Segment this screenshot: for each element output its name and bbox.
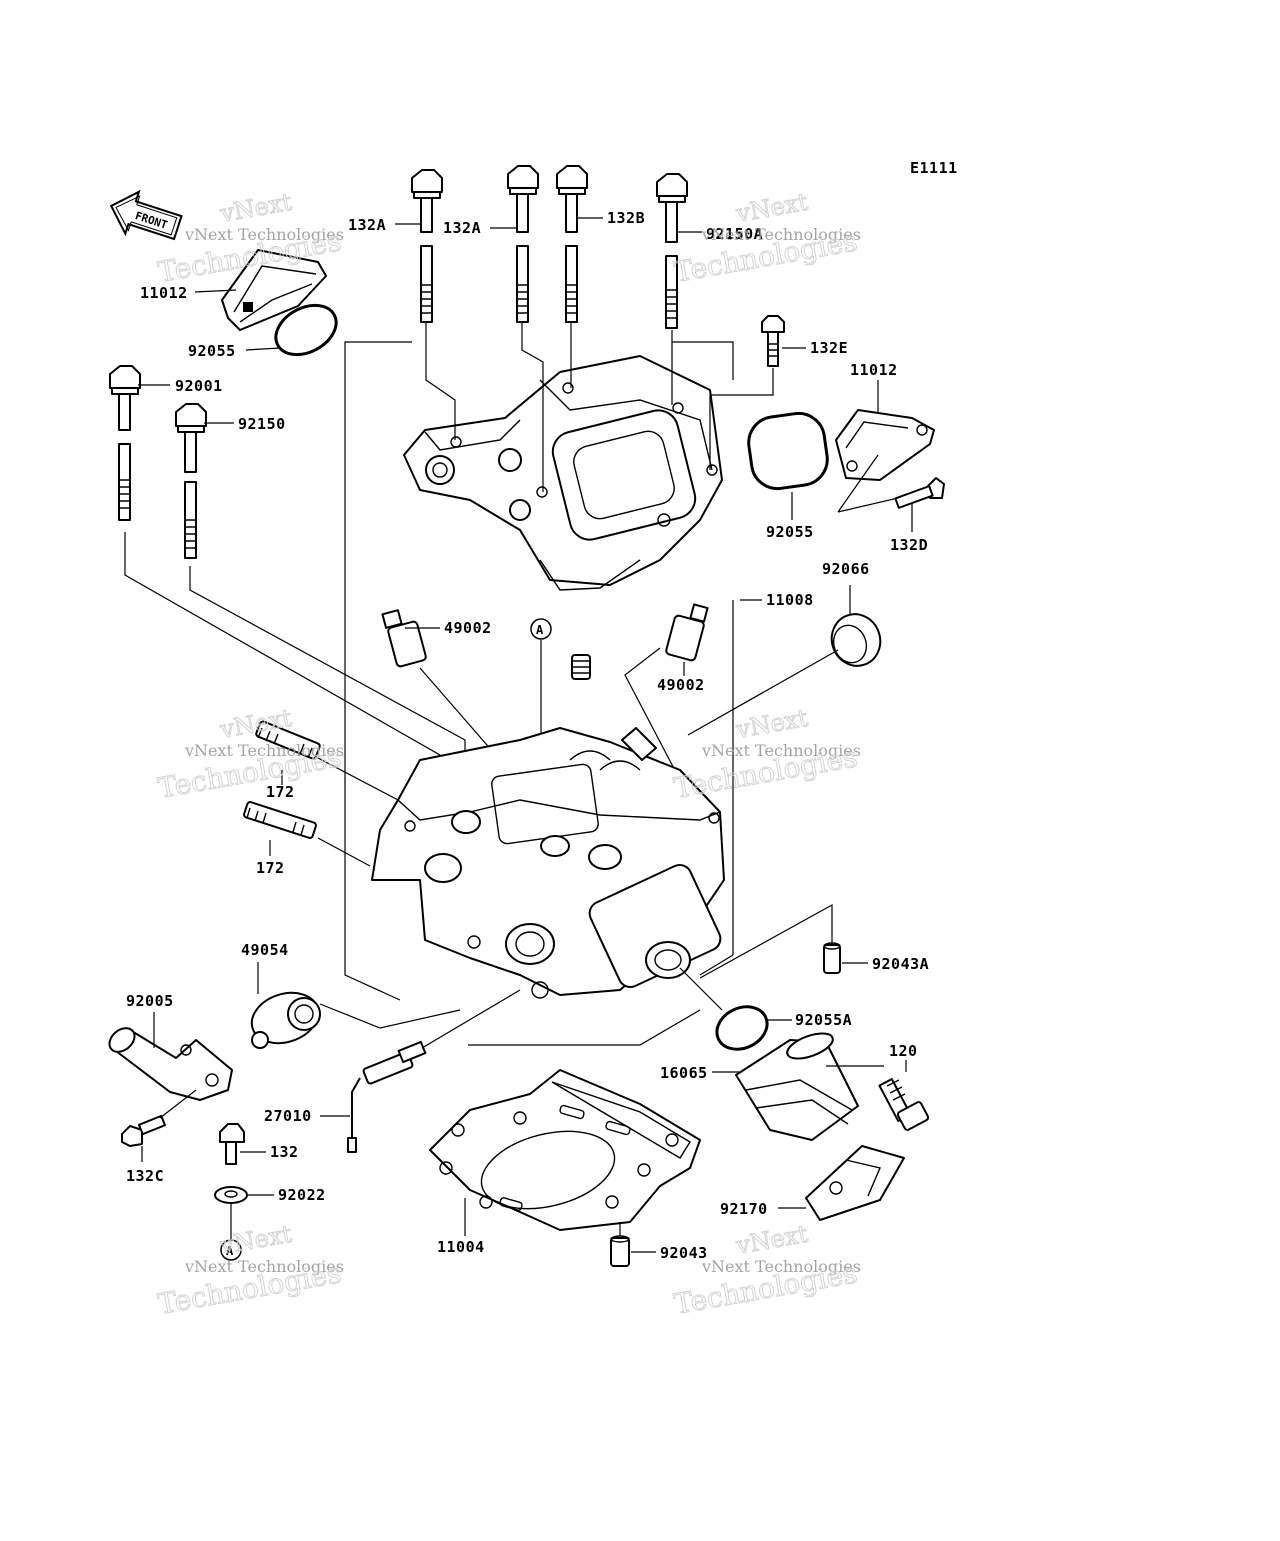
bolt-92150A bbox=[656, 173, 688, 329]
dowel-92043 bbox=[610, 1235, 630, 1267]
bolt-132D bbox=[894, 477, 945, 509]
diagram-code: E1111 bbox=[910, 159, 958, 177]
oring-92055-right bbox=[747, 411, 829, 491]
dowel-92043A bbox=[823, 942, 841, 974]
svg-text:vNext Technologies: vNext Technologies bbox=[701, 225, 861, 244]
svg-text:vNext Technologies: vNext Technologies bbox=[701, 741, 861, 760]
watermark-mid-left: vNext vNext Technologies Technologies bbox=[155, 703, 344, 805]
label-120: 120 bbox=[889, 1042, 918, 1060]
label-132E: 132E bbox=[810, 339, 848, 357]
label-92150: 92150 bbox=[238, 415, 286, 433]
label-11004: 11004 bbox=[437, 1238, 485, 1256]
washer-92022 bbox=[214, 1186, 248, 1204]
label-11012-right: 11012 bbox=[850, 361, 898, 379]
stud-172-lower bbox=[243, 801, 317, 839]
bolt-132C bbox=[121, 1114, 166, 1147]
svg-text:vNext Technologies: vNext Technologies bbox=[184, 225, 344, 244]
svg-text:vNext Technologies: vNext Technologies bbox=[184, 741, 344, 760]
svg-text:A: A bbox=[536, 623, 544, 637]
label-92022: 92022 bbox=[278, 1186, 326, 1204]
thermostat-49054 bbox=[250, 991, 321, 1049]
label-49054: 49054 bbox=[241, 941, 289, 959]
bolt-132A-center bbox=[507, 165, 539, 323]
label-92005: 92005 bbox=[126, 992, 174, 1010]
oring-92055-top bbox=[274, 303, 338, 357]
lifter-49002-right bbox=[665, 603, 709, 662]
label-172-lower: 172 bbox=[256, 859, 285, 877]
svg-text:vNext: vNext bbox=[217, 188, 294, 228]
oring-92055A bbox=[715, 1005, 769, 1051]
camshaft-holder bbox=[403, 355, 723, 591]
label-49002-left: 49002 bbox=[444, 619, 492, 637]
label-92150A: 92150A bbox=[706, 225, 763, 243]
cover-11012-right bbox=[835, 409, 935, 481]
clamp-92170 bbox=[805, 1145, 905, 1221]
bolt-132A-left bbox=[411, 169, 443, 323]
svg-text:vNext: vNext bbox=[217, 1220, 294, 1260]
watermark-mid-right: vNext vNext Technologies Technologies bbox=[671, 703, 861, 805]
cylinder-head bbox=[371, 727, 725, 999]
watermark-top-right: vNext vNext Technologies Technologies bbox=[671, 187, 861, 289]
label-92055-top: 92055 bbox=[188, 342, 236, 360]
intake-holder-16065 bbox=[735, 1032, 859, 1141]
svg-text:vNext: vNext bbox=[733, 1220, 810, 1260]
reference-marker-a-top: A bbox=[530, 618, 552, 640]
label-132A-left: 132A bbox=[348, 216, 386, 234]
label-132: 132 bbox=[270, 1143, 299, 1161]
svg-text:vNext Technologies: vNext Technologies bbox=[701, 1257, 861, 1276]
stud-172-upper bbox=[255, 720, 321, 760]
label-132B: 132B bbox=[607, 209, 645, 227]
label-92170: 92170 bbox=[720, 1200, 768, 1218]
label-92043: 92043 bbox=[660, 1244, 708, 1262]
svg-text:vNext: vNext bbox=[733, 188, 810, 228]
label-132D: 132D bbox=[890, 536, 928, 554]
label-92043A: 92043A bbox=[872, 955, 929, 973]
svg-text:A: A bbox=[226, 1244, 234, 1258]
bolt-132 bbox=[219, 1123, 245, 1165]
label-92066: 92066 bbox=[822, 560, 870, 578]
label-11008: 11008 bbox=[766, 591, 814, 609]
label-92055-right: 92055 bbox=[766, 523, 814, 541]
svg-text:vNext Technologies: vNext Technologies bbox=[184, 1257, 344, 1276]
label-172-upper: 172 bbox=[266, 783, 295, 801]
bolt-132E bbox=[761, 315, 785, 367]
svg-text:vNext: vNext bbox=[733, 704, 810, 744]
label-132A-center: 132A bbox=[443, 219, 481, 237]
label-27010: 27010 bbox=[264, 1107, 312, 1125]
label-11012-top: 11012 bbox=[140, 284, 188, 302]
label-16065: 16065 bbox=[660, 1064, 708, 1082]
screw-120 bbox=[878, 1078, 930, 1131]
head-gasket-11004 bbox=[429, 1069, 701, 1231]
label-92001: 92001 bbox=[175, 377, 223, 395]
lifter-49002-left bbox=[381, 609, 427, 668]
plug-92066 bbox=[830, 613, 882, 667]
label-132C: 132C bbox=[126, 1167, 164, 1185]
bolt-92001 bbox=[109, 365, 141, 521]
watermark-bottom-right: vNext vNext Technologies Technologies bbox=[671, 1219, 861, 1321]
label-49002-right: 49002 bbox=[657, 676, 705, 694]
cover-11012-top bbox=[221, 249, 327, 331]
bolt-92150 bbox=[175, 403, 207, 559]
label-92055A: 92055A bbox=[795, 1011, 852, 1029]
sensor-27010 bbox=[347, 1040, 427, 1153]
fitting-92005 bbox=[108, 1027, 233, 1101]
valve-seal bbox=[571, 654, 591, 680]
bolt-132B bbox=[556, 165, 588, 323]
front-arrow-icon: FRONT bbox=[109, 189, 183, 241]
reference-marker-a-bottom: A bbox=[220, 1239, 242, 1261]
watermark-bottom-left: vNext vNext Technologies Technologies bbox=[155, 1219, 344, 1321]
